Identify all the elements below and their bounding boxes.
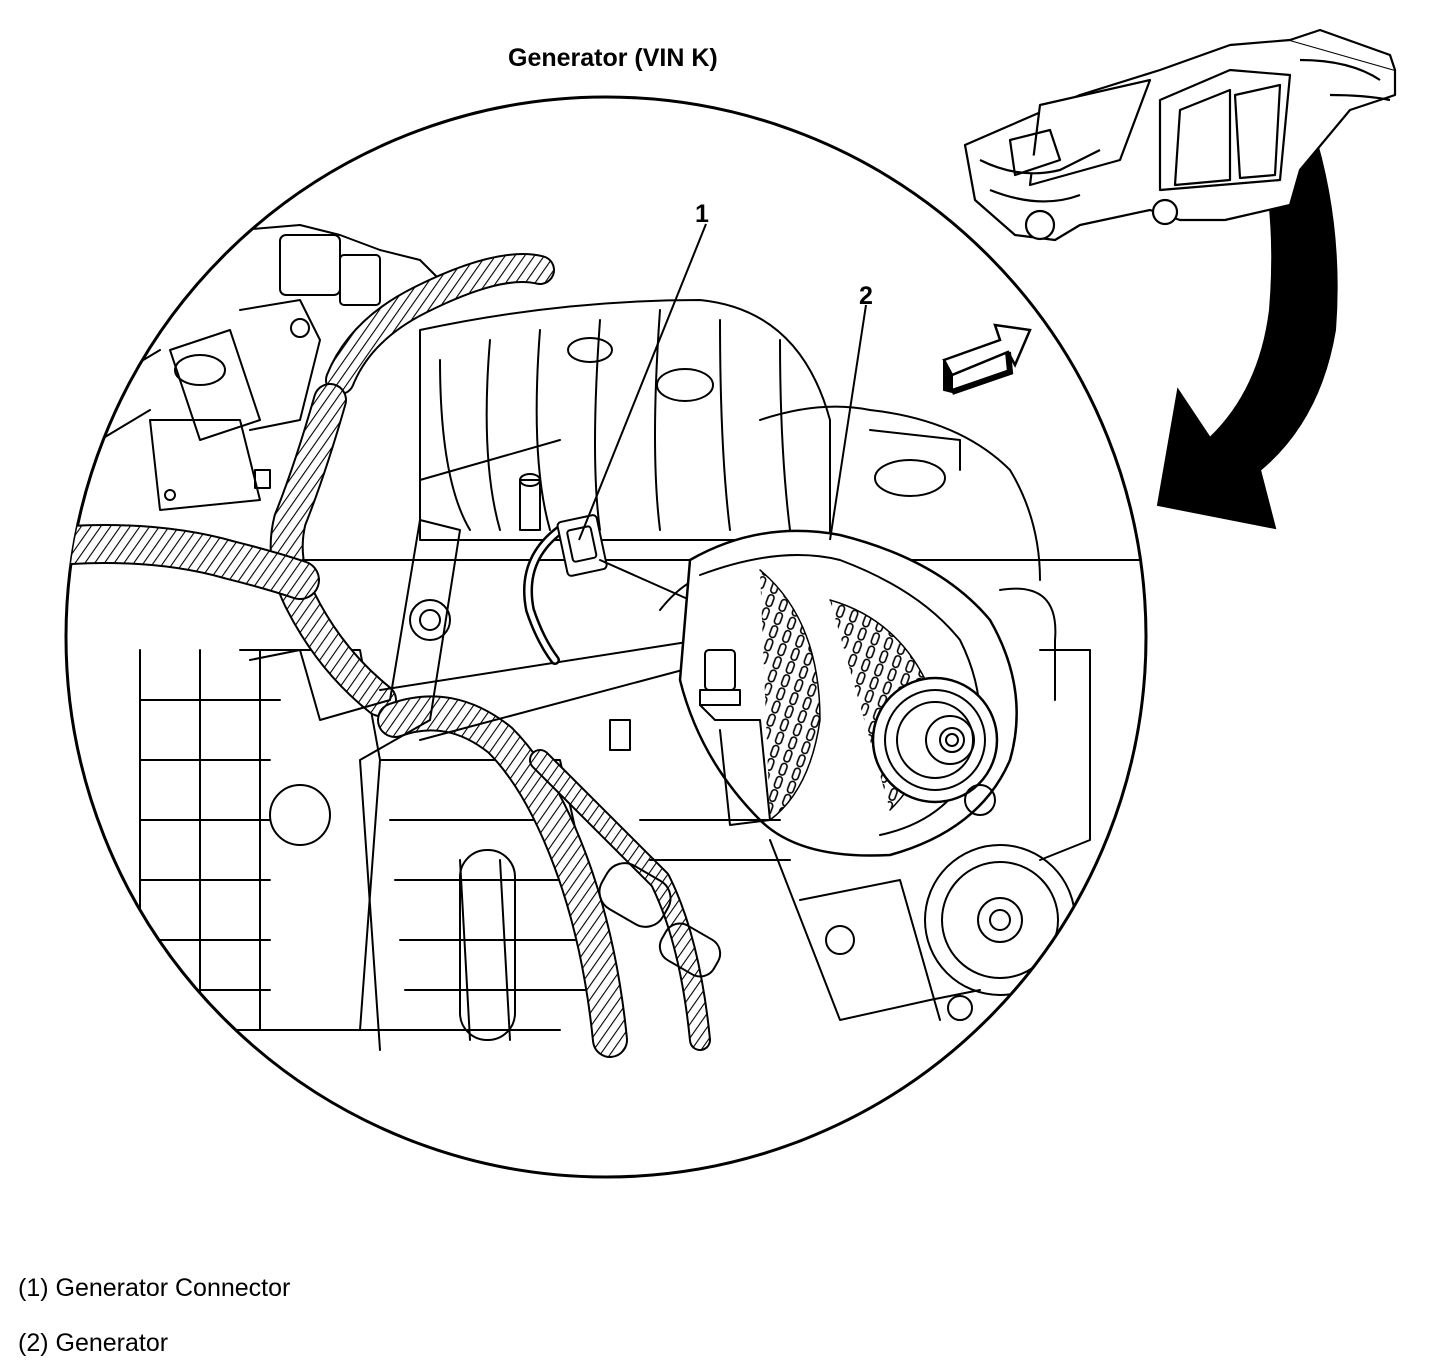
upper-left-components — [99, 224, 441, 511]
wiring-harness — [66, 253, 711, 1058]
mounting-bracket — [249, 439, 721, 1051]
engine-illustration: 1 2 — [64, 28, 1397, 1179]
callout-2: 2 — [859, 282, 873, 310]
callouts: 1 2 — [695, 200, 873, 310]
figure-title: Generator (VIN K) — [508, 44, 718, 72]
lower-pulleys — [598, 784, 1076, 1021]
callout-leaders — [578, 223, 867, 541]
legend-item-generator-connector: (1) Generator Connector — [18, 1274, 291, 1302]
view-direction-arrow — [942, 323, 1032, 395]
legend-item-generator: (2) Generator — [18, 1329, 169, 1357]
intake-manifold — [419, 299, 1091, 861]
generator — [609, 529, 1018, 857]
vehicle-locator-icon — [963, 28, 1397, 242]
callout-1: 1 — [695, 200, 709, 228]
